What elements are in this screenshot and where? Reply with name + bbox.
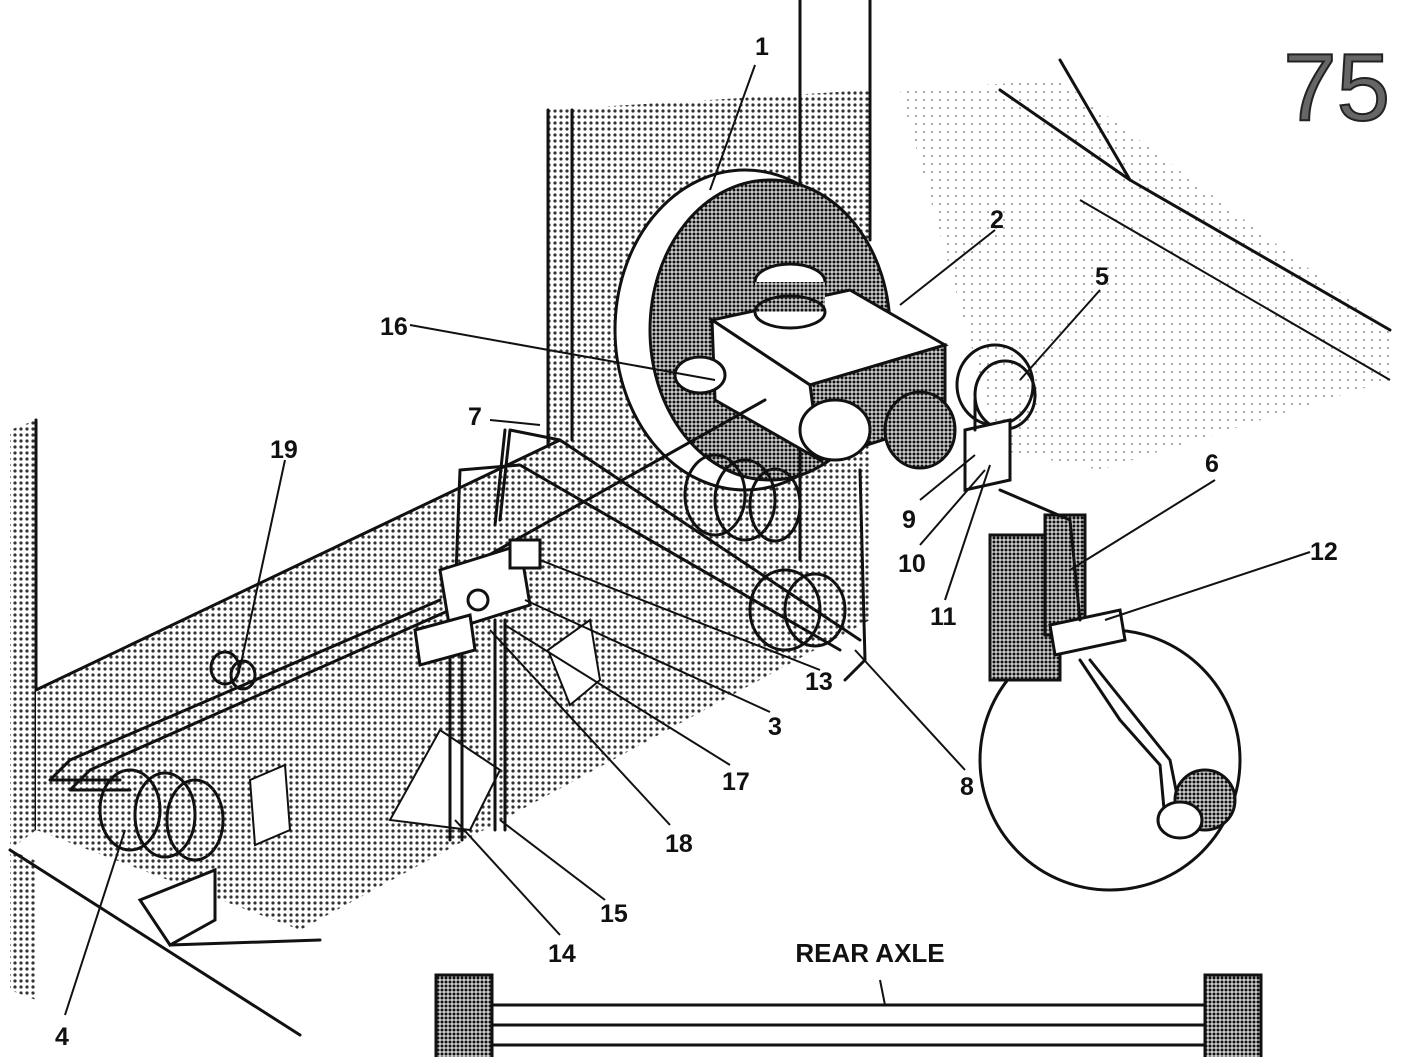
callout-6: 6 (1205, 450, 1219, 478)
callout-14: 14 (548, 940, 576, 968)
callout-9: 9 (902, 506, 916, 534)
callout-16: 16 (380, 313, 408, 341)
callout-10: 10 (898, 550, 926, 578)
brake-hose-assembly (963, 398, 1242, 892)
line-clip (209, 650, 257, 691)
mounting-bracket (137, 867, 217, 947)
line-coils (98, 343, 1037, 862)
callout-5: 5 (1095, 263, 1109, 291)
distribution-block (413, 538, 542, 667)
callout-8: 8 (960, 773, 974, 801)
callout-11: 11 (930, 603, 957, 631)
callout-12: 12 (1310, 538, 1338, 566)
callout-3: 3 (768, 713, 782, 741)
callout-1: 1 (755, 33, 769, 61)
callout-19: 19 (270, 436, 298, 464)
callout-13: 13 (805, 668, 833, 696)
callout-18: 18 (665, 830, 693, 858)
rear-axle-label: REAR AXLE (795, 938, 944, 968)
page-number: 75 (1283, 34, 1390, 141)
callout-17: 17 (722, 768, 750, 796)
callout-15: 15 (600, 900, 628, 928)
callout-2: 2 (990, 206, 1004, 234)
fender-panel (900, 58, 1392, 470)
leader-lines (64, 64, 1311, 1016)
rear-axle-inset: REAR AXLE (434, 938, 1263, 1057)
frame-rail (8, 418, 870, 1037)
brake-lines (48, 398, 867, 842)
callout-7: 7 (468, 403, 482, 431)
master-cylinder (673, 262, 957, 470)
callout-4: 4 (55, 1023, 69, 1051)
callout-labels: 1 2 3 4 5 6 7 8 9 10 11 12 13 14 15 16 1… (55, 33, 1338, 1051)
